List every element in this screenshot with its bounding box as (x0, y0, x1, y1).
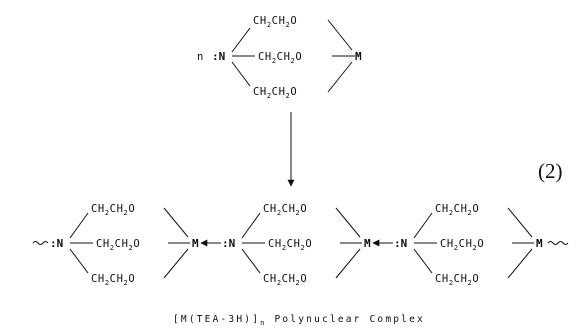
polymer-metal-3: M (536, 237, 543, 250)
monomer-structure: n :N CH2CH2O CH2CH2O CH2CH2O M (197, 15, 362, 100)
monomer-arm-bot: CH2CH2O (253, 86, 297, 100)
unit1-bond-n-top (69, 212, 89, 239)
monomer-nitrogen: :N (212, 50, 225, 63)
unit2-bond-n-top (241, 212, 261, 239)
unit2-arm-mid: CH2CH2O (268, 238, 312, 252)
scheme-caption: [M(TEA-3H)]n Polynuclear Complex (173, 314, 425, 327)
unit3-bond-n-top (413, 212, 433, 239)
unit1-bond-o-bot (163, 248, 189, 279)
unit3-arm-mid: CH2CH2O (440, 238, 484, 252)
polymer-chain-end-right (547, 241, 569, 245)
unit1-bond-o-top (163, 207, 189, 238)
unit3-arm-top: CH2CH2O (435, 203, 479, 217)
polymer-metal-2: M (364, 237, 371, 250)
polymer-nitrogen-3: :N (394, 237, 407, 250)
unit3-bond-o-top (507, 207, 533, 238)
monomer-bond-o-bot (327, 61, 353, 93)
unit3-arm-bot: CH2CH2O (435, 273, 479, 287)
monomer-metal: M (355, 50, 362, 63)
polymer-nitrogen-2: :N (222, 237, 235, 250)
monomer-arm-mid: CH2CH2O (258, 51, 302, 65)
unit1-arm-mid: CH2CH2O (96, 238, 140, 252)
monomer-bond-o-top (327, 19, 353, 51)
equation-number: (2) (538, 159, 563, 183)
unit2-arm-bot: CH2CH2O (263, 273, 307, 287)
unit2-arm-top: CH2CH2O (263, 203, 307, 217)
unit1-arm-top: CH2CH2O (91, 203, 135, 217)
monomer-bond-n-bot (231, 61, 251, 87)
monomer-arm-top: CH2CH2O (253, 15, 297, 29)
unit2-bond-o-bot (335, 248, 361, 279)
polymer-nitrogen-1: :N (50, 237, 63, 250)
monomer-count: n (197, 51, 204, 63)
polymer-metal-1: M (192, 237, 199, 250)
unit1-arm-bot: CH2CH2O (91, 273, 135, 287)
polymer-chain-end-left (32, 241, 49, 245)
unit1-bond-n-bot (69, 248, 89, 274)
unit2-bond-o-top (335, 207, 361, 238)
polymer-structure: :N CH2CH2O CH2CH2O CH2CH2O M :N CH2CH2O … (32, 203, 569, 287)
monomer-bond-n-top (231, 27, 251, 53)
unit3-bond-o-bot (507, 248, 533, 279)
unit3-bond-n-bot (413, 248, 433, 274)
unit2-bond-n-bot (241, 248, 261, 274)
